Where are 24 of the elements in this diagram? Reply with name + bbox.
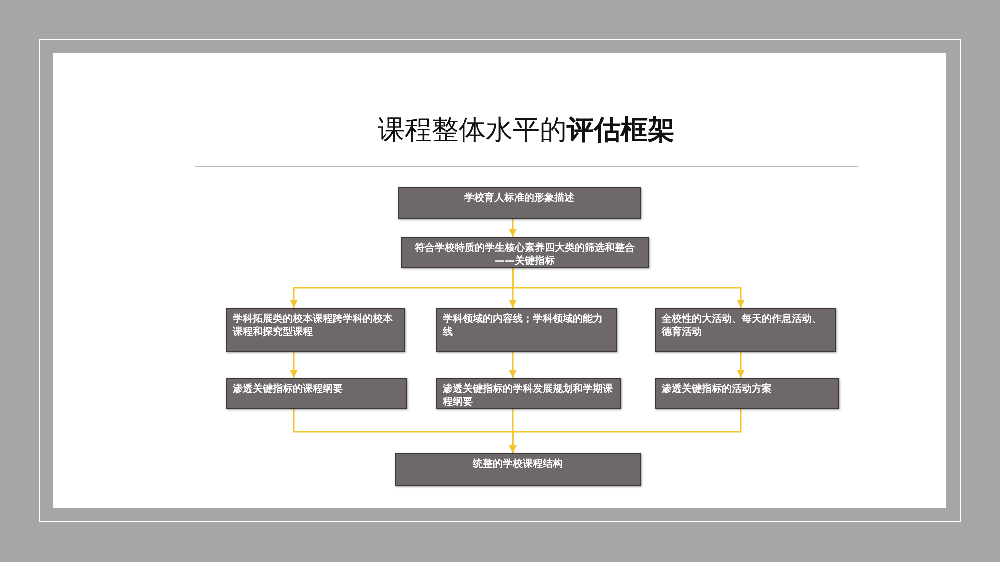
connector-arrow — [290, 352, 298, 378]
process-box — [655, 308, 836, 352]
connector-arrow — [737, 352, 745, 378]
process-box — [395, 453, 641, 486]
process-box — [436, 378, 621, 409]
box-text: 统整的学校课程结构 — [473, 458, 563, 472]
box-text: 渗透关键指标的活动方案 — [662, 383, 772, 397]
connector-arrow — [512, 268, 745, 308]
connector-arrow — [509, 219, 517, 237]
box-text: 学科领域的内容线；学科领域的能力线 — [443, 313, 604, 340]
box-text: 渗透关键指标的课程纲要 — [233, 383, 343, 397]
box-text: 全校性的大活动、每天的作息活动、德育活动 — [662, 313, 823, 340]
slide-title: 课程整体水平的评估框架 — [377, 114, 676, 148]
process-box — [226, 308, 405, 352]
box-text: 学科拓展类的校本课程跨学科的校本课程和探究型课程 — [233, 313, 394, 340]
process-box — [436, 308, 617, 352]
box-text: 渗透关键指标的学科发展规划和学期课程纲要 — [443, 383, 614, 404]
process-box — [655, 378, 839, 409]
process-box — [401, 237, 649, 268]
connector-arrow — [509, 352, 517, 378]
process-box — [398, 187, 641, 219]
box-text: 学校育人标准的形象描述 — [464, 192, 574, 206]
connector-arrow — [509, 409, 742, 453]
process-box — [226, 378, 407, 409]
